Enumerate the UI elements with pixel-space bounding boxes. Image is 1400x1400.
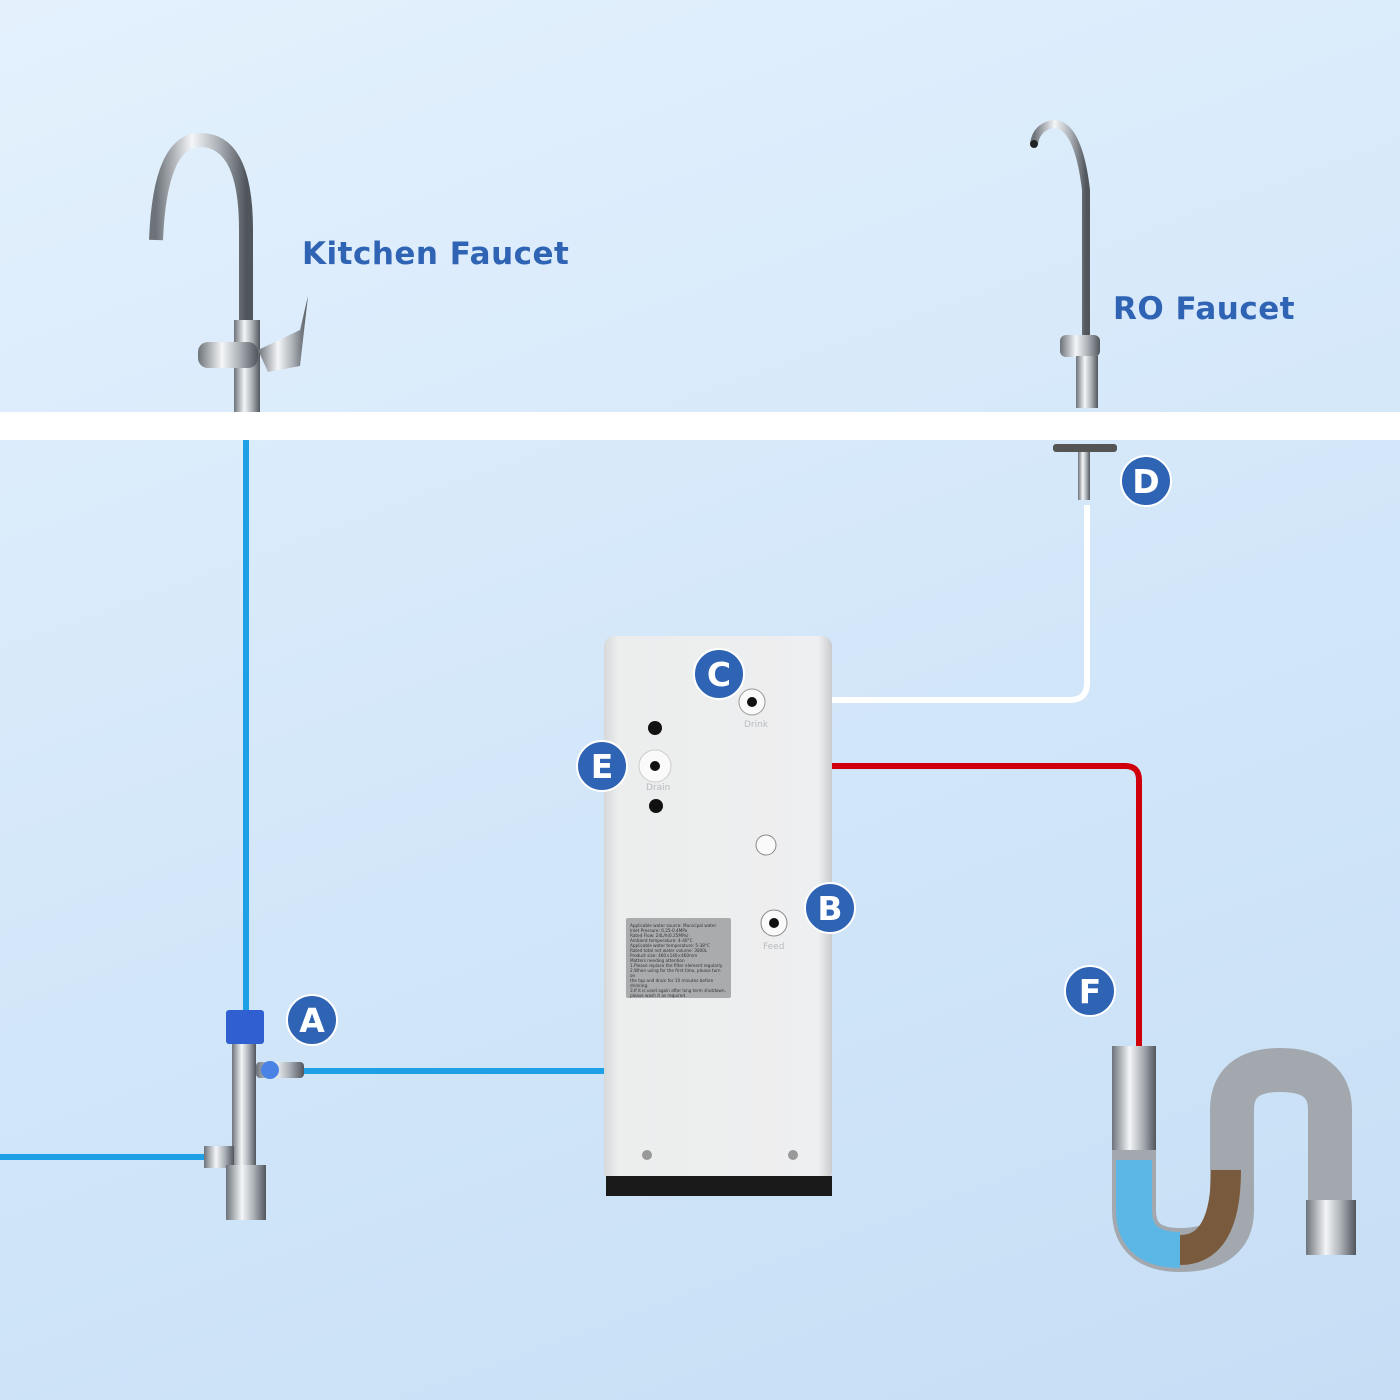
ro-faucet-label: RO Faucet <box>1113 291 1296 327</box>
sticker-line: Applicable water temperature: 5-38°C <box>630 943 710 948</box>
p-trap-drain <box>1112 1046 1356 1273</box>
drain-line <box>655 763 1142 1050</box>
sticker-line: 3.If it is used again after long term sh… <box>630 988 726 993</box>
kitchen-faucet <box>149 132 308 412</box>
drink-port-label: Drink <box>744 720 769 730</box>
sticker-line: the tap and drain for 10 minutes before … <box>630 978 714 988</box>
sticker-line: 1.Please replace the filter element regu… <box>630 963 723 968</box>
drain-port-label: Drain <box>646 783 671 793</box>
sticker-line: 2.When using for the first time, please … <box>630 968 721 978</box>
kitchen-faucet-label: Kitchen Faucet <box>302 236 570 272</box>
spec-sticker: Applicable water source: Municipal water… <box>626 918 731 998</box>
angle-stop-valve <box>204 1010 304 1220</box>
badge-b: B <box>804 882 856 934</box>
badge-c: C <box>693 648 745 700</box>
badge-d: D <box>1120 455 1172 507</box>
feed-port-label: Feed <box>763 942 785 952</box>
sticker-line: Rated total net water volume: 3000L <box>630 948 708 953</box>
drink-line <box>755 505 1090 703</box>
sticker-line: Inlet Pressure: 0.25-0.4MPa <box>630 928 688 933</box>
badge-e: E <box>576 740 628 792</box>
sticker-line: Product size: 460×140×460mm <box>630 953 698 958</box>
ro-unit <box>604 636 832 1196</box>
sticker-line: Rated Flow: 24L/h(0.25MPa) <box>630 933 689 938</box>
ro-faucet <box>1030 120 1117 500</box>
sticker-line: please wash it as required. <box>630 993 687 998</box>
badge-f: F <box>1064 965 1116 1017</box>
sticker-line: Matters needing attention <box>630 958 685 963</box>
sticker-line: Ambient temperature: 4-40°C <box>630 938 693 943</box>
countertop <box>0 412 1400 440</box>
badge-a: A <box>286 994 338 1046</box>
sticker-line: Applicable water source: Municipal water <box>630 923 717 928</box>
